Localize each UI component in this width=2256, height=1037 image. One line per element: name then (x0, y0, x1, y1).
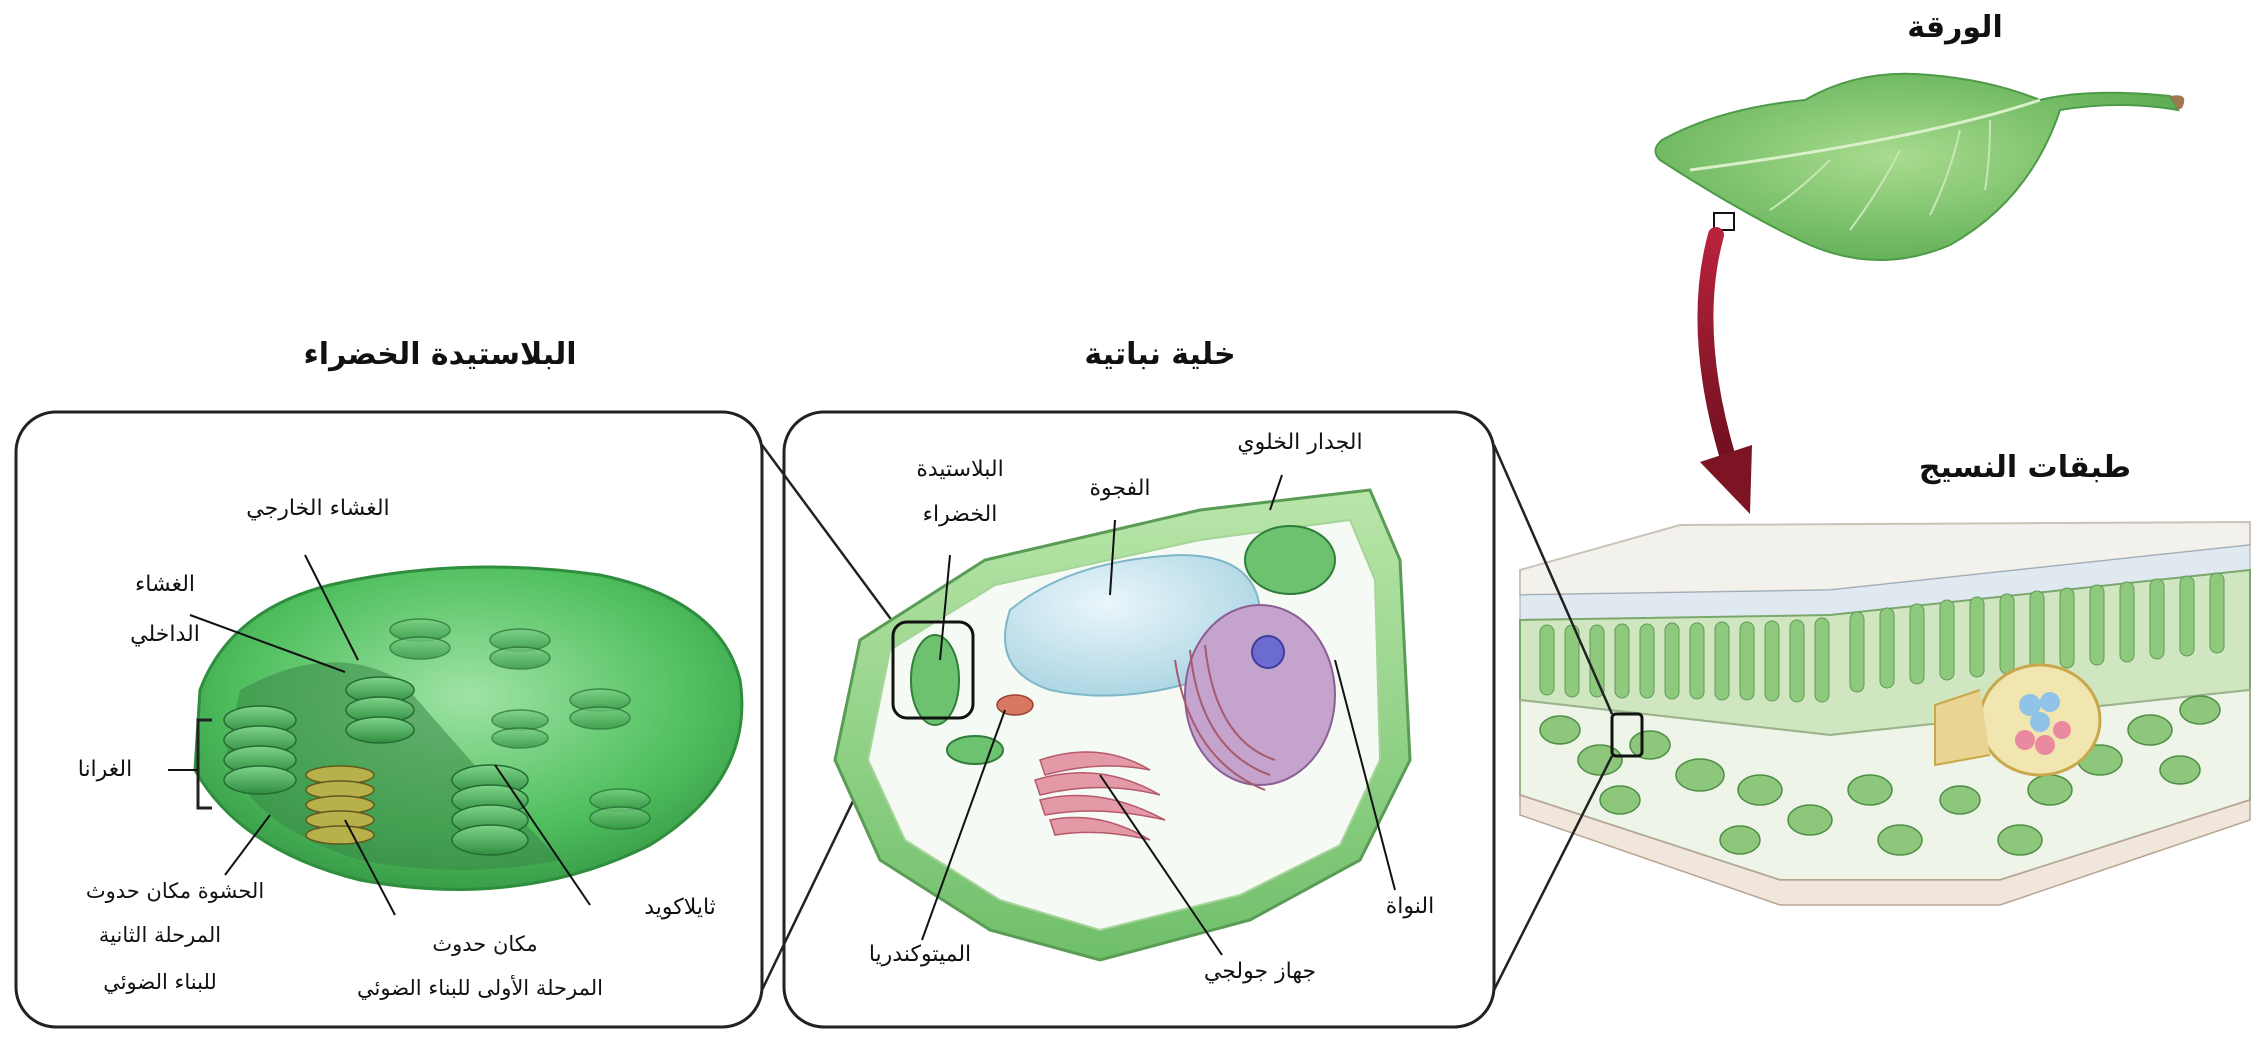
stroma-label-line3: للبناء الضوئي (50, 968, 270, 996)
zoom-arrow (1700, 235, 1752, 514)
thylakoid-label: ثايلاكويد (610, 893, 750, 923)
leaf-illustration (1655, 74, 2184, 260)
plant-cell-title: خلية نباتية (1060, 335, 1260, 376)
golgi-label: جهاز جولجي (1170, 957, 1350, 987)
grana-label: الغرانا (50, 755, 160, 785)
leaf-title: الورقة (1880, 8, 2030, 49)
cell-chloroplast-label-line1: البلاستيدة (880, 455, 1040, 485)
tissue-layers-title: طبقات النسيج (1905, 448, 2145, 489)
cell-wall-label: الجدار الخلوي (1200, 428, 1400, 458)
light-reaction-site-label-line1: مكان حدوث (395, 930, 575, 958)
inner-membrane-label-line1: الغشاء (90, 570, 240, 600)
mitochondria-label: الميتوكندريا (835, 940, 1005, 970)
plant-cell-illustration (835, 490, 1410, 960)
stroma-label-line2: المرحلة الثانية (50, 921, 270, 949)
chloroplast-illustration (195, 567, 742, 889)
stroma-label-line1: الحشوة مكان حدوث (50, 877, 300, 905)
inner-membrane-label-line2: الداخلي (90, 620, 240, 650)
light-reaction-site-label-line2: المرحلة الأولى للبناء الضوئي (310, 974, 650, 1002)
nucleus-label: النواة (1355, 892, 1465, 922)
cell-chloroplast-label-line2: الخضراء (880, 500, 1040, 530)
vacuole-label: الفجوة (1065, 474, 1175, 504)
tissue-illustration (1520, 522, 2250, 905)
chloroplast-title: البلاستيدة الخضراء (280, 335, 600, 376)
outer-membrane-label: الغشاء الخارجي (218, 494, 418, 524)
